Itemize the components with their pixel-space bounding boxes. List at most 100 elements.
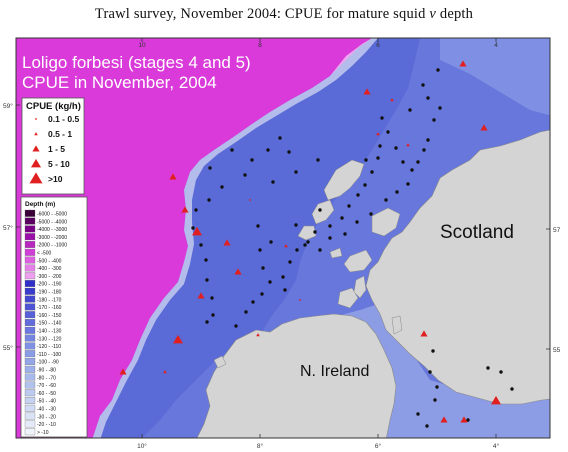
depth-legend-label: -30 - -20 xyxy=(37,414,56,420)
depth-legend-label: -40 - -30 xyxy=(37,407,56,413)
station-dot xyxy=(316,158,320,162)
cpue-triangle xyxy=(192,226,202,236)
station-dot xyxy=(364,158,368,162)
depth-legend-label: -3000 - -2000 xyxy=(37,235,67,241)
depth-legend-label: -50 - -40 xyxy=(37,399,56,405)
cpue-triangle xyxy=(234,268,242,275)
depth-legend-swatch xyxy=(24,342,36,350)
station-dot xyxy=(230,148,234,152)
station-dot xyxy=(401,160,405,164)
depth-legend-label: -300 - -200 xyxy=(37,274,62,280)
station-dot xyxy=(347,204,351,208)
depth-legend-swatch xyxy=(24,303,36,311)
cpue-legend-label: >10 xyxy=(48,174,63,184)
station-dot xyxy=(261,266,265,270)
station-dot xyxy=(199,243,203,247)
arran-island xyxy=(391,315,403,335)
x-tick-label: 4° xyxy=(493,442,500,450)
depth-legend-label: -130 - -120 xyxy=(37,336,62,342)
cpue-legend-title: CPUE (kg/h) xyxy=(26,101,81,112)
mull-island xyxy=(343,249,373,273)
depth-legend-label: -110 - -100 xyxy=(37,352,61,358)
station-dot xyxy=(205,320,209,324)
depth-legend-swatch xyxy=(24,373,36,381)
station-dot xyxy=(386,130,390,134)
station-dot xyxy=(510,387,514,391)
station-dot xyxy=(210,296,214,300)
station-dot xyxy=(433,398,437,402)
station-dot xyxy=(438,106,442,110)
cpue-triangle xyxy=(181,206,189,213)
depth-legend-label: -4000 - -3000 xyxy=(37,227,67,233)
depth-legend-label: -140 - -130 xyxy=(37,329,62,335)
cpue-triangle xyxy=(223,239,231,246)
station-dot xyxy=(250,158,254,162)
caption-symbol: v xyxy=(429,6,437,22)
map-title-line2: CPUE in November, 2004 xyxy=(22,73,217,92)
station-dot xyxy=(283,288,287,292)
depth-legend-label: -70 - -60 xyxy=(37,383,56,389)
station-dot xyxy=(271,180,275,184)
cpue-triangle xyxy=(284,244,288,248)
station-dot xyxy=(204,258,208,262)
cpue-legend-symbol xyxy=(32,145,40,152)
station-dot xyxy=(313,230,317,234)
station-dot xyxy=(294,223,298,227)
station-dot xyxy=(258,248,262,252)
station-dot xyxy=(306,240,310,244)
hebrides-island-north xyxy=(323,159,365,201)
station-dot xyxy=(318,248,322,252)
depth-legend-swatch xyxy=(24,233,36,241)
depth-legend-label: -80 - -70 xyxy=(37,375,56,381)
station-dot xyxy=(278,136,282,140)
depth-legend-swatch xyxy=(24,287,36,295)
y-tick-label-right: 57 xyxy=(553,227,561,234)
station-dot xyxy=(287,150,291,154)
station-dot xyxy=(288,260,292,264)
cpue-legend-symbol xyxy=(35,118,37,120)
tiree-island xyxy=(329,247,343,259)
depth-legend-label: -190 - -180 xyxy=(37,290,62,296)
islay-island xyxy=(337,287,359,309)
depth-legend-swatch xyxy=(24,412,36,420)
station-dot xyxy=(410,168,414,172)
station-dot xyxy=(426,138,430,142)
station-dot xyxy=(269,240,273,244)
depth-legend-swatch xyxy=(24,334,36,342)
ireland-west-islands xyxy=(213,355,227,369)
cpue-legend-items: 0.1 - 0.50.5 - 11 - 55 - 10>10 xyxy=(29,114,79,184)
depth-legend-label: -500 - -400 xyxy=(37,258,62,264)
depth-legend-swatch xyxy=(24,420,36,428)
station-dot xyxy=(431,349,435,353)
station-dot xyxy=(340,216,344,220)
jura-island xyxy=(353,275,367,299)
cpue-triangle xyxy=(460,416,468,423)
station-dot xyxy=(428,370,432,374)
station-dot xyxy=(191,226,195,230)
cpue-triangle xyxy=(169,173,177,180)
depth-legend-swatch xyxy=(24,404,36,412)
depth-legend-items: -6000 - -5000-5000 - -4000-4000 - -3000-… xyxy=(24,209,67,436)
station-dot xyxy=(281,275,285,279)
depth-legend-title: Depth (m) xyxy=(25,201,55,208)
depth-legend-swatch xyxy=(24,311,36,319)
depth-legend-swatch xyxy=(24,358,36,365)
depth-legend-label: -2000 - -1000 xyxy=(37,243,67,249)
depth-legend-swatch xyxy=(24,319,36,326)
station-dot xyxy=(295,248,299,252)
station-dot xyxy=(466,418,470,422)
cpue-triangle xyxy=(197,292,205,299)
depth-legend-label: -100 - -90 xyxy=(37,360,59,366)
y-tick-label-left: 55° xyxy=(3,344,13,352)
station-dot xyxy=(369,212,373,216)
x-tick-label: 6° xyxy=(375,442,382,450)
depth-legend-swatch xyxy=(24,248,36,256)
cpue-legend-label: 1 - 5 xyxy=(48,144,65,154)
depth-legend-label: -90 - -80 xyxy=(37,368,56,374)
depth-legend-swatch xyxy=(24,217,36,225)
depth-legend-label: -150 - -140 xyxy=(37,321,62,327)
x-tick-label: 8° xyxy=(257,442,264,450)
station-dot xyxy=(422,148,426,152)
x-tick-label-top: 4 xyxy=(494,42,498,49)
